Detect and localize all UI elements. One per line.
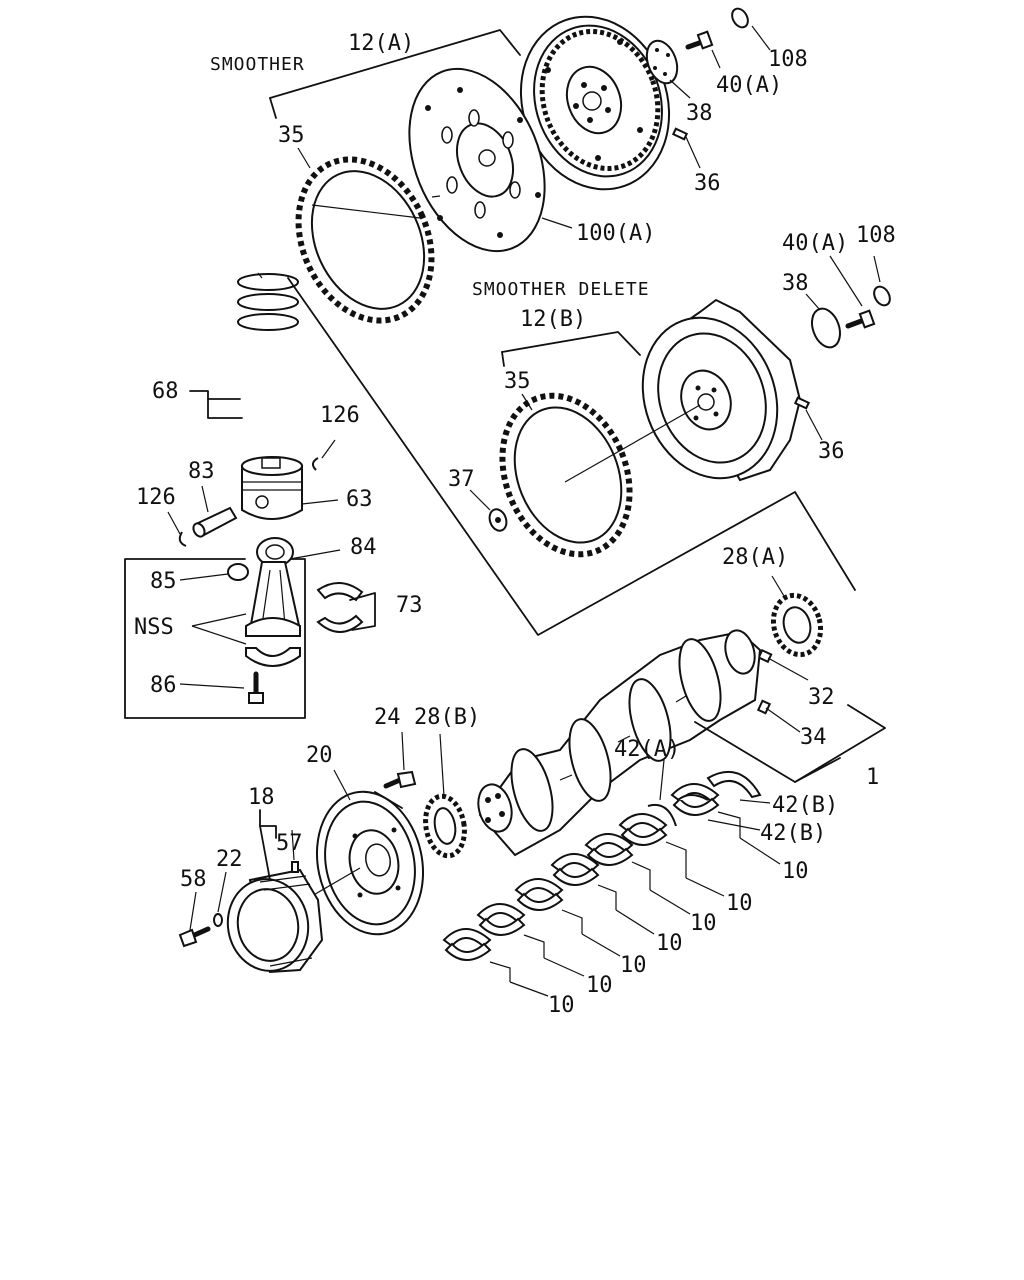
bolt-58 xyxy=(178,926,211,948)
rod-bolt-86 xyxy=(248,671,264,704)
label-nss: NSS xyxy=(134,615,174,640)
pulley-18 xyxy=(226,868,324,974)
part-labels: SMOOTHER SMOOTHER DELETE 12(A) 108 40(A)… xyxy=(134,31,896,1018)
label-12a: 12(A) xyxy=(348,31,414,56)
key-34 xyxy=(756,699,772,715)
label-108-mid: 108 xyxy=(856,223,896,248)
label-10-1: 10 xyxy=(782,859,809,884)
label-36-mid: 36 xyxy=(818,439,845,464)
flywheel-smoother-delete xyxy=(641,298,802,482)
thrust-washer-42a xyxy=(647,804,677,827)
pin-36-top xyxy=(671,127,689,141)
flex-plate-100a xyxy=(408,67,546,253)
label-40a-top: 40(A) xyxy=(716,73,782,98)
crank-gear-28a xyxy=(770,592,824,658)
label-10-4: 10 xyxy=(656,931,683,956)
label-37: 37 xyxy=(448,467,475,492)
label-10-6: 10 xyxy=(586,973,613,998)
bolt-40a-top xyxy=(685,30,714,50)
bushing-85 xyxy=(227,563,249,581)
label-86: 86 xyxy=(150,673,177,698)
connecting-rod xyxy=(245,537,302,667)
label-35-top: 35 xyxy=(278,123,305,148)
label-28a: 28(A) xyxy=(722,545,788,570)
label-10-3: 10 xyxy=(690,911,717,936)
label-68: 68 xyxy=(152,379,179,404)
thrust-washer-42b-2 xyxy=(677,794,709,801)
label-10-5: 10 xyxy=(620,953,647,978)
damper-pulley-20 xyxy=(315,790,425,936)
label-38-top: 38 xyxy=(686,101,713,126)
label-24: 24 xyxy=(374,705,401,730)
ring-gear-35-mid xyxy=(499,392,633,558)
piston-rings-68 xyxy=(237,272,299,331)
label-34: 34 xyxy=(800,725,827,750)
label-57: 57 xyxy=(276,831,303,856)
label-42a: 42(A) xyxy=(614,737,680,762)
label-10-2: 10 xyxy=(726,891,753,916)
label-126-a: 126 xyxy=(320,403,360,428)
label-28b: 28(B) xyxy=(414,705,480,730)
label-12b: 12(B) xyxy=(520,307,586,332)
label-42b-2: 42(B) xyxy=(760,821,826,846)
piston-pin-83 xyxy=(192,506,238,538)
bolt-40a-mid xyxy=(845,309,876,329)
thrust-washer-42b-1 xyxy=(706,770,762,799)
leader-lines xyxy=(167,25,881,931)
label-38-mid: 38 xyxy=(782,271,809,296)
smoother-assembly xyxy=(269,7,749,324)
ring-gear-35-top xyxy=(295,156,435,324)
rod-bearing-73 xyxy=(316,582,364,633)
heading-smoother: SMOOTHER xyxy=(210,54,305,75)
label-100a: 100(A) xyxy=(576,221,655,246)
label-58: 58 xyxy=(180,867,207,892)
pilot-bearing-37 xyxy=(488,508,508,532)
label-84: 84 xyxy=(350,535,377,560)
label-83: 83 xyxy=(188,459,215,484)
label-20: 20 xyxy=(306,743,333,768)
circlip-126-left xyxy=(178,531,187,547)
label-126-b: 126 xyxy=(136,485,176,510)
washer-22 xyxy=(213,913,223,927)
label-63: 63 xyxy=(346,487,373,512)
main-bearings-10 xyxy=(442,783,720,961)
label-1: 1 xyxy=(866,765,879,790)
piston-63 xyxy=(241,456,303,520)
label-22: 22 xyxy=(216,847,243,872)
bolt-24 xyxy=(383,770,417,789)
label-73: 73 xyxy=(396,593,423,618)
label-85: 85 xyxy=(150,569,177,594)
label-10-7: 10 xyxy=(548,993,575,1018)
label-18: 18 xyxy=(248,785,275,810)
ring-108-top xyxy=(731,7,749,29)
pin-36-mid xyxy=(793,396,811,410)
label-35-mid: 35 xyxy=(504,369,531,394)
circlip-126-right xyxy=(312,457,319,471)
plate-38-mid xyxy=(810,307,842,349)
label-42b-1: 42(B) xyxy=(772,793,838,818)
label-36-top: 36 xyxy=(694,171,721,196)
pin-57 xyxy=(291,861,299,873)
bearing-label-leaders xyxy=(509,837,781,997)
crankshaft-assembly xyxy=(178,592,886,982)
crank-gear-28b xyxy=(423,793,467,859)
label-108-top: 108 xyxy=(768,47,808,72)
assembly-bracket xyxy=(287,277,856,636)
piston-rod-assembly xyxy=(124,272,376,719)
label-32: 32 xyxy=(808,685,835,710)
label-40a-mid: 40(A) xyxy=(782,231,848,256)
ring-108-mid xyxy=(873,285,891,307)
heading-smoother-delete: SMOOTHER DELETE xyxy=(472,279,650,300)
crankshaft-1 xyxy=(477,629,762,857)
smoother-delete-assembly xyxy=(488,285,891,558)
plate-38-top xyxy=(645,39,679,85)
